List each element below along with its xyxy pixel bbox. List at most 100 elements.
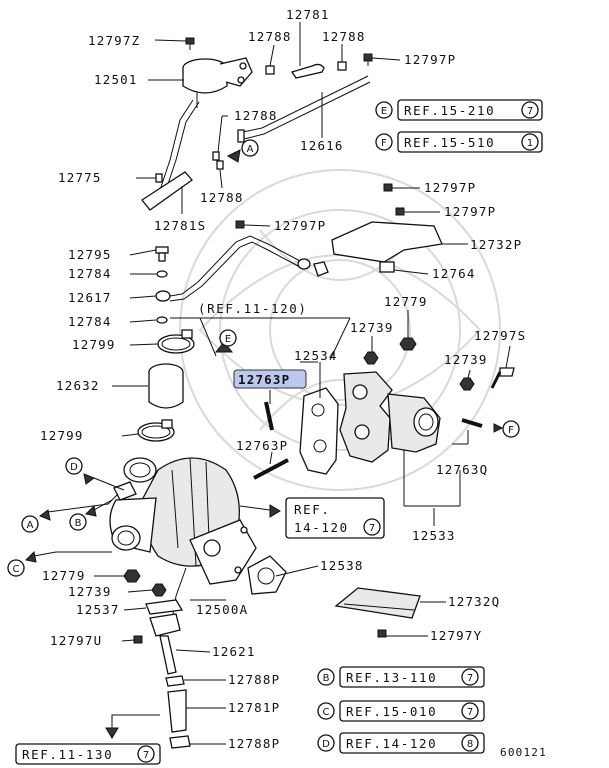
label-12533: 12533	[412, 528, 456, 543]
ref-14-120-pointer	[239, 504, 281, 518]
ref-14-120-line1: REF.	[294, 502, 331, 517]
label-12795: 12795	[68, 247, 112, 262]
label-12797P-b: 12797P	[274, 218, 326, 233]
label-12797P-c: 12797P	[424, 180, 476, 195]
ref-box-d[interactable]: D REF.14-120 8	[317, 732, 485, 754]
label-12788P-a: 12788P	[228, 672, 280, 687]
heat-shield-12732Q	[334, 587, 421, 638]
bracket-12732P	[331, 183, 443, 273]
marker-c-letter: C	[13, 564, 20, 575]
label-12739-a: 12739	[350, 320, 394, 335]
marker-e: E	[214, 329, 237, 353]
ref-c-num: 7	[467, 707, 473, 718]
label-12763P-highlighted[interactable]: 12763P	[238, 372, 290, 387]
label-12797Y: 12797Y	[430, 628, 482, 643]
ref-box-11-130[interactable]: REF.11-130 7	[15, 743, 161, 765]
label-12501: 12501	[94, 72, 138, 87]
label-12616: 12616	[300, 138, 344, 153]
label-12632: 12632	[56, 378, 100, 393]
ref-14-120-num: 7	[369, 523, 375, 534]
label-12763P-b: 12763P	[236, 438, 288, 453]
label-12797U: 12797U	[50, 633, 102, 648]
label-12538: 12538	[320, 558, 364, 573]
watermark-emblem	[179, 169, 501, 491]
marker-d-letter: D	[70, 462, 78, 473]
label-12781S: 12781S	[154, 218, 206, 233]
label-12732P: 12732P	[470, 237, 522, 252]
label-12739-b: 12739	[444, 352, 488, 367]
label-12788-a: 12788	[248, 29, 292, 44]
label-12537: 12537	[76, 602, 120, 617]
label-12779-b: 12779	[42, 568, 86, 583]
label-12797Z: 12797Z	[88, 33, 140, 48]
gasket-12538	[247, 555, 287, 595]
marker-a-lower-letter: A	[27, 520, 34, 531]
ref-11-130-text: REF.11-130	[22, 747, 113, 762]
leader-lines	[94, 22, 511, 745]
turbocharger	[109, 457, 257, 621]
ref-d-num: 8	[467, 739, 473, 750]
ref-f-num: 1	[527, 138, 533, 149]
ref-box-f[interactable]: F REF.15-510 1	[375, 131, 543, 153]
label-12621: 12621	[212, 644, 256, 659]
marker-a-upper-letter: A	[247, 144, 254, 155]
oil-return-assembly	[123, 569, 191, 749]
marker-f-lower-letter: F	[508, 425, 514, 436]
ref-box-b[interactable]: B REF.13-110 7	[317, 666, 485, 688]
ref-11-130-num: 7	[143, 750, 149, 761]
markers-left: D A B C	[7, 457, 125, 577]
label-12799-b: 12799	[40, 428, 84, 443]
marker-e-letter: E	[225, 334, 231, 345]
ref-e-num: 7	[527, 106, 533, 117]
highlighted-part-badge[interactable]	[233, 369, 307, 389]
figure-number: 600121	[500, 746, 547, 759]
intake-hose-assembly	[137, 329, 195, 442]
ref-11-120-label: (REF.11-120)	[198, 301, 308, 316]
ref-d-letter: D	[322, 739, 330, 750]
marker-f-lower: F	[493, 420, 520, 438]
ref-box-e[interactable]: E REF.15-210 7	[375, 99, 543, 121]
label-12788-b: 12788	[322, 29, 366, 44]
label-12764: 12764	[432, 266, 476, 281]
ref-box-c[interactable]: C REF.15-010 7	[317, 700, 485, 722]
exhaust-manifold	[253, 371, 483, 480]
label-12784-a: 12784	[68, 266, 112, 281]
label-12788P-b: 12788P	[228, 736, 280, 751]
label-12797P-a: 12797P	[404, 52, 456, 67]
ref-11-130-pointer	[105, 714, 160, 739]
label-12732Q: 12732Q	[448, 594, 500, 609]
label-12799-a: 12799	[72, 337, 116, 352]
ref-box-14-120[interactable]: REF. 14-120 7	[285, 497, 385, 539]
label-12788-c: 12788	[234, 108, 278, 123]
ref-e-text: REF.15-210	[404, 103, 495, 118]
ref-c-letter: C	[323, 707, 330, 718]
label-12781P: 12781P	[228, 700, 280, 715]
ref-b-text: REF.13-110	[346, 670, 437, 685]
label-12797S: 12797S	[474, 328, 526, 343]
label-12779-a: 12779	[384, 294, 428, 309]
ref-b-num: 7	[467, 673, 473, 684]
label-12781: 12781	[286, 7, 330, 22]
label-12775: 12775	[58, 170, 102, 185]
marker-b-letter: B	[75, 518, 82, 529]
part-labels: 12781 12797Z 12788 12788 12797P 12501 12…	[40, 7, 526, 751]
ref-d-text: REF.14-120	[346, 736, 437, 751]
ref-11-120-group: (REF.11-120)	[170, 301, 351, 361]
label-12534: 12534	[294, 348, 338, 363]
ref-b-letter: B	[323, 673, 330, 684]
actuator-assembly	[136, 37, 373, 211]
label-12784-b: 12784	[68, 314, 112, 329]
marker-a-upper: A	[226, 139, 259, 163]
ref-f-letter: F	[381, 138, 387, 149]
label-12500A: 12500A	[196, 602, 248, 617]
label-12617: 12617	[68, 290, 112, 305]
ref-c-text: REF.15-010	[346, 704, 437, 719]
label-12739-c: 12739	[68, 584, 112, 599]
ref-14-120-line2: 14-120	[294, 520, 349, 535]
nuts-upper	[363, 337, 515, 391]
label-12788-d: 12788	[200, 190, 244, 205]
ref-f-text: REF.15-510	[404, 135, 495, 150]
ref-e-letter: E	[381, 106, 387, 117]
